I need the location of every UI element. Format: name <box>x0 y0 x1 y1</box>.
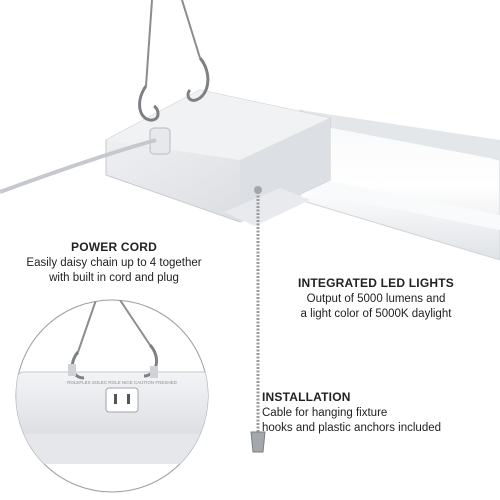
callout-led-lights-line1: Output of 5000 lumens and <box>306 292 446 305</box>
power-cord-inset: ROLEFLEX SOLEC ROLE NICE CAUTION FRESHED <box>15 299 209 493</box>
callout-power-cord-title: POWER CORD <box>71 240 157 254</box>
led-light-tube <box>299 109 500 261</box>
callout-installation-line2: hooks and plastic anchors included <box>262 422 442 434</box>
callout-power-cord-line2: with built in cord and plug <box>49 272 179 284</box>
outlet-socket <box>105 387 139 413</box>
callout-power-cord-line1: Easily daisy chain up to 4 together <box>26 256 202 269</box>
callout-installation-title: INSTALLATION <box>262 390 351 404</box>
hanging-cables <box>138 0 210 122</box>
callout-installation-line1: Cable for hanging fixture <box>262 406 388 419</box>
callout-led-lights-title: INTEGRATED LED LIGHTS <box>298 276 454 290</box>
fixture-end-cap <box>105 89 331 226</box>
inset-label-strip: ROLEFLEX SOLEC ROLE NICE CAUTION FRESHED <box>67 380 178 385</box>
callout-led-lights: INTEGRATED LED LIGHTS Output of 5000 lum… <box>276 276 476 322</box>
callout-installation: INSTALLATION Cable for hanging fixture h… <box>262 390 472 436</box>
pull-chain <box>250 186 266 453</box>
callout-power-cord: POWER CORD Easily daisy chain up to 4 to… <box>14 240 214 286</box>
power-cord <box>0 138 157 194</box>
callout-led-lights-line2: a light color of 5000K daylight <box>300 308 452 320</box>
